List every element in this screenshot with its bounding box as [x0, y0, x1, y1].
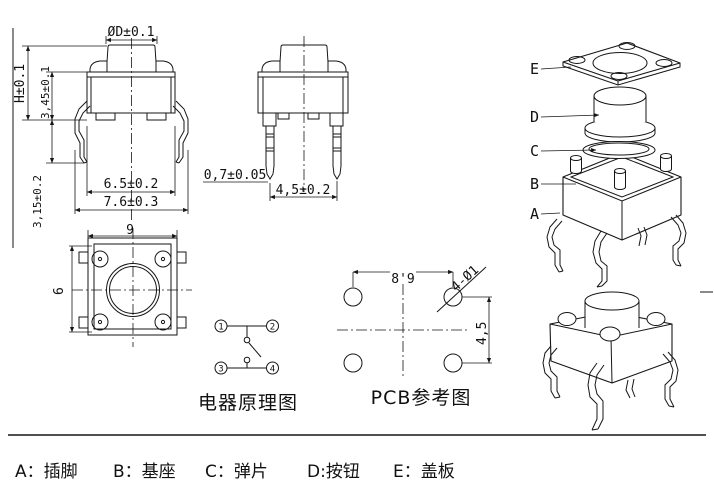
switch-lever	[248, 342, 262, 358]
contact-lower	[243, 356, 251, 364]
button-circle-outer	[106, 263, 160, 317]
legend: A：插脚 B：基座 C：弹片 D:按钮 E：盖板	[15, 462, 455, 482]
side-view: 0,7±0.05 4,5±0.2	[203, 36, 349, 201]
cover-plate	[562, 42, 681, 86]
pad-top-left	[343, 287, 363, 307]
schematic-view: 1 2 3 4 电器原理图	[198, 319, 298, 414]
svg-text:2: 2	[270, 323, 275, 333]
assembled-button	[584, 291, 640, 328]
pin-terminal-4: 4	[266, 361, 279, 375]
dim-top-width: 9	[126, 223, 134, 238]
dim-pin-length: 3,15±0.2	[31, 175, 44, 228]
pin-terminal-1: 1	[214, 319, 228, 333]
schematic-title: 电器原理图	[198, 392, 298, 414]
dim-button-diameter: ØD±0.1	[108, 25, 155, 40]
pin-terminal-2: 2	[266, 319, 279, 333]
dim-hole-pitch-h: 8'9	[391, 272, 414, 287]
button-outline	[106, 44, 157, 63]
leg-left	[74, 100, 88, 164]
body-outline	[257, 71, 349, 114]
pin-terminal-3: 3	[214, 361, 228, 375]
button-plunger	[584, 86, 656, 143]
legend-item-d: D:按钮	[307, 462, 360, 482]
legend-item-e: E：盖板	[393, 462, 455, 482]
svg-text:3: 3	[218, 365, 223, 375]
assembled-view	[542, 291, 679, 431]
body-top-outline	[93, 243, 172, 330]
body-outline	[86, 71, 176, 114]
foot-right	[146, 112, 167, 121]
label-base: B	[530, 175, 539, 193]
contact-posts	[570, 153, 672, 190]
svg-text:1: 1	[218, 323, 223, 333]
shoulder-left	[89, 60, 108, 72]
pcb-title: PCB参考图	[371, 387, 472, 409]
pad-bottom-right	[443, 353, 463, 373]
dim-top-depth: 6	[52, 287, 67, 295]
pcb-view: 8'9 4,5 4-Ø1 PCB参考图	[337, 263, 492, 409]
assembled-legs	[542, 345, 679, 431]
label-pins: A	[530, 205, 539, 223]
dim-body-height: 3,45±0.1	[39, 66, 52, 119]
leg-right	[175, 100, 189, 164]
legend-item-c: C：弹片	[205, 462, 268, 482]
dim-pin-thickness: 0,7±0.05	[204, 168, 267, 183]
base-housing	[546, 152, 687, 288]
label-button: D	[530, 108, 539, 126]
dim-pin-pitch: 4,5±0.2	[276, 183, 331, 198]
shoulder-right	[155, 60, 174, 72]
legend-item-a: A：插脚	[15, 462, 78, 482]
pad-bottom-left	[343, 353, 363, 373]
legend-item-b: B：基座	[113, 462, 176, 482]
top-view: 9 6	[52, 223, 192, 347]
hole-note-leader	[436, 266, 487, 313]
pin-left	[262, 112, 277, 180]
button-circle-inner	[109, 266, 157, 314]
front-view: ØD±0.1 H±0.1 3,45±0.1 3,15±0.2 6.5±0.2 7…	[13, 25, 189, 228]
contact-upper	[243, 336, 251, 344]
dim-overall-width: 7.6±0.3	[104, 195, 159, 210]
svg-text:4: 4	[270, 365, 275, 375]
foot-left	[95, 112, 116, 121]
dim-hole-pitch-v: 4,5	[475, 322, 490, 345]
pin-right	[329, 112, 344, 180]
dim-body-width: 6.5±0.2	[104, 177, 159, 192]
exploded-view: E D C B A	[530, 42, 687, 288]
dim-total-height: H±0.1	[13, 64, 28, 103]
base-legs	[546, 214, 687, 288]
hole-note: 4-Ø1	[449, 263, 482, 295]
corner-rivets	[91, 250, 172, 331]
button-outline	[279, 44, 329, 63]
label-spring: C	[530, 142, 539, 160]
label-cover-plate: E	[530, 60, 539, 78]
